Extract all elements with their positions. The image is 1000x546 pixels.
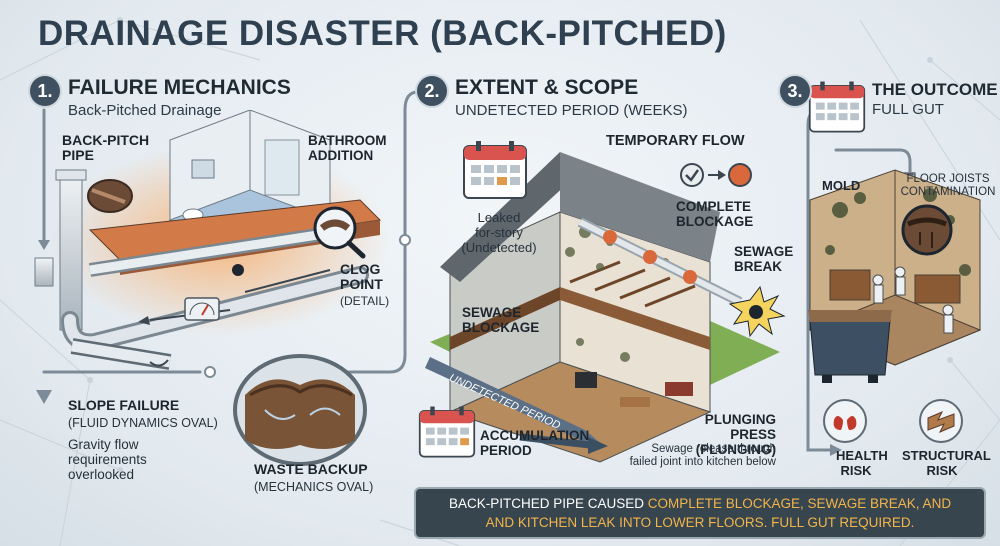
summary-banner: BACK-PITCHED PIPE CAUSED COMPLETE BLOCKA…: [416, 489, 984, 537]
joist-contamination-magnifier-icon: [901, 204, 953, 256]
section-2-subheading: UNDETECTED PERIOD (WEEKS): [455, 102, 688, 119]
calendar-icon: [418, 406, 476, 458]
extent-scope-illustration: [425, 152, 786, 463]
dumpster-icon: [808, 310, 892, 383]
temporary-flow-icon: [680, 163, 752, 187]
temporary-flow-label: TEMPORARY FLOW: [606, 133, 745, 149]
outcome-illustration: [808, 169, 982, 383]
house-cutaway-icon: [440, 152, 743, 463]
waste-backup-sub: (MECHANICS OVAL): [254, 480, 374, 494]
clog-detail-label: (DETAIL): [340, 294, 390, 308]
summary-line-1: BACK-PITCHED PIPE CAUSED COMPLETE BLOCKA…: [448, 496, 952, 511]
mold-label: MOLD: [822, 178, 861, 193]
waste-backup-title: WASTE BACKUP: [254, 461, 368, 477]
waste-backup-oval-icon: [233, 354, 367, 466]
summary-line-2: AND KITCHEN LEAK INTO LOWER FLOORS. FULL…: [485, 515, 915, 530]
calendar-icon: [808, 81, 866, 133]
slope-failure-title: SLOPE FAILURE: [68, 397, 180, 413]
clog-magnifier-icon: [313, 206, 366, 259]
section-3-subheading: FULL GUT: [872, 101, 944, 118]
section-1-subheading: Back-Pitched Drainage: [68, 102, 222, 119]
section-1-badge: 1.: [30, 76, 60, 106]
section-3-badge: 3.: [780, 76, 810, 106]
lungs-icon: [823, 399, 867, 443]
section-3-heading: THE OUTCOME: [872, 80, 998, 99]
broken-beam-icon: [919, 399, 963, 443]
slope-failure-pipe-icon: [70, 338, 172, 370]
slope-failure-sub: (FLUID DYNAMICS OVAL): [68, 416, 218, 430]
sewage-break-burst-icon: [728, 285, 786, 338]
calendar-icon: [463, 141, 527, 199]
section-1-heading: FAILURE MECHANICS: [68, 76, 291, 99]
section-2-badge: 2.: [417, 76, 447, 106]
gauge-icon: [184, 297, 220, 321]
page-title: DRAINAGE DISASTER (BACK-PITCHED): [38, 14, 727, 53]
plunging-press-label: PLUNGING PRESS(PLUNGING): [695, 412, 776, 457]
section-2-heading: EXTENT & SCOPE: [455, 76, 639, 99]
failure-mechanics-illustration: [34, 110, 390, 466]
